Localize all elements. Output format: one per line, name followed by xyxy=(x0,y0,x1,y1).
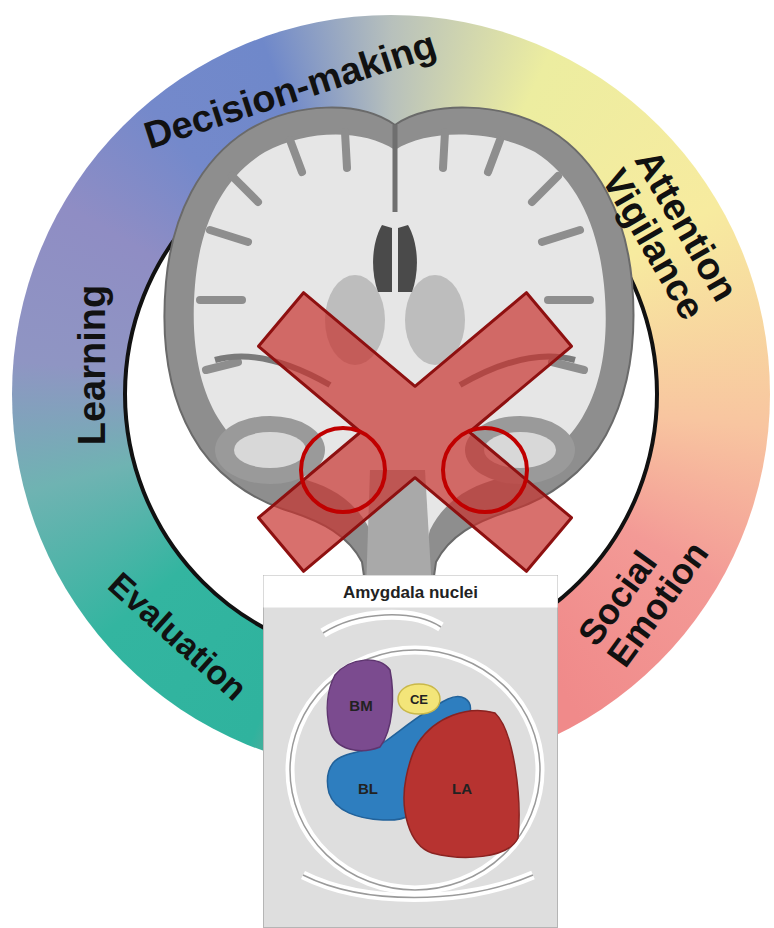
ring-label: Learning xyxy=(73,285,111,445)
nucleus-shape: LA xyxy=(400,703,522,863)
cortex xyxy=(164,108,633,590)
inset-panel xyxy=(264,576,558,928)
inset-title-band xyxy=(264,576,558,608)
ventricle xyxy=(373,225,392,292)
inset-panel-node: Amygdala nucleiCE BM BL LA xyxy=(263,575,558,928)
nucleus-label: BM xyxy=(349,697,372,714)
coronal-brain xyxy=(164,108,633,590)
nucleus-fill xyxy=(398,684,440,714)
nucleus-fill xyxy=(327,660,392,751)
nucleus-label: BL xyxy=(358,780,378,797)
temporal-white xyxy=(234,432,306,468)
ventricle xyxy=(398,225,417,292)
tract-outline xyxy=(303,875,533,898)
lesion-cross xyxy=(259,293,572,572)
tract-outline xyxy=(290,650,540,890)
nucleus-label: LA xyxy=(452,780,472,797)
tract xyxy=(303,875,533,898)
amygdala-circle xyxy=(443,428,527,512)
nucleus-shape: BM xyxy=(325,655,395,755)
inset-title: Amygdala nuclei xyxy=(343,583,478,603)
nucleus-fill xyxy=(404,711,519,858)
amygdala-circle xyxy=(301,428,385,512)
tract-outline xyxy=(323,615,441,633)
tract xyxy=(290,650,540,890)
tract xyxy=(323,615,441,633)
nucleus-label: CE xyxy=(410,692,428,707)
nucleus-shape: CE xyxy=(396,682,442,716)
midline-fissure xyxy=(393,125,398,212)
